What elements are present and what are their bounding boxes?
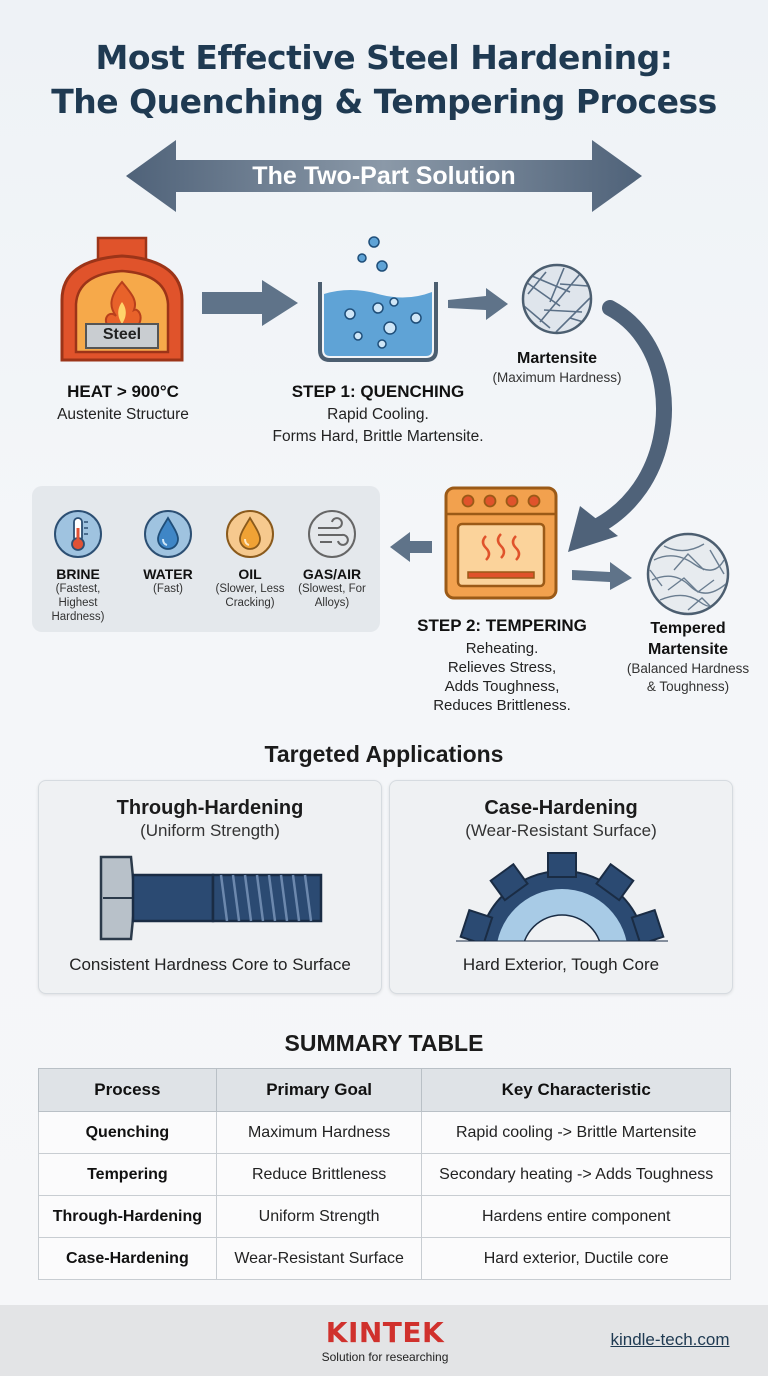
tempered-desc-line1: (Balanced Hardness <box>626 661 750 676</box>
arrow-tempering-to-media <box>390 532 432 562</box>
arrow-quench-to-martensite <box>448 288 508 320</box>
brand-logo: KINTEK <box>325 1316 445 1349</box>
tempered-title-line2: Martensite <box>647 641 729 658</box>
media-desc: Cracking) <box>225 597 275 609</box>
media-item-brine: BRINE (Fastest, Highest Hardness) <box>36 508 120 624</box>
table-cell: Hard exterior, Ductile core <box>421 1237 731 1280</box>
martensite-desc: (Maximum Hardness) <box>492 370 622 385</box>
media-desc: (Fastest, Highest <box>55 583 101 609</box>
summary-heading: SUMMARY TABLE <box>284 1030 484 1056</box>
martensite-title: Martensite <box>516 350 598 367</box>
applications-heading: Targeted Applications <box>264 741 504 767</box>
tempered-desc-line2: & Toughness) <box>646 679 730 694</box>
table-cell: Through-Hardening <box>38 1195 217 1238</box>
arrow-heat-to-quench <box>202 280 298 326</box>
website-link[interactable]: kindle-tech.com <box>610 1330 730 1349</box>
table-row: Through-Hardening Uniform Strength Harde… <box>38 1195 731 1238</box>
quench-media-panel <box>32 486 380 632</box>
summary-table: Process Primary Goal Key Characteristic … <box>38 1068 731 1280</box>
martensite-microstructure-icon <box>521 263 593 335</box>
media-name: GAS/AIR <box>302 566 362 582</box>
temper-line1: Reheating. <box>465 640 539 657</box>
double-arrow-banner <box>126 140 642 212</box>
wind-icon <box>308 510 356 558</box>
tempering-oven-icon <box>444 486 558 600</box>
case-foot: Hard Exterior, Tough Core <box>462 955 660 974</box>
table-cell: Case-Hardening <box>38 1237 217 1280</box>
media-name: WATER <box>143 566 193 582</box>
media-name: BRINE <box>56 566 100 582</box>
temper-line3: Adds Toughness, <box>444 678 560 695</box>
thermometer-icon <box>54 510 102 558</box>
quench-title: STEP 1: QUENCHING <box>291 382 465 401</box>
tempered-title-line1: Tempered <box>650 620 726 637</box>
through-hardening-card: Through-Hardening (Uniform Strength) Con… <box>38 780 382 994</box>
table-cell: Wear-Resistant Surface <box>215 1237 423 1280</box>
media-desc: (Slowest, For <box>298 583 366 595</box>
table-header-row: Process Primary Goal Key Characteristic <box>38 1068 731 1112</box>
table-cell: Tempering <box>38 1153 217 1196</box>
arrow-tempering-to-tempered <box>572 562 632 590</box>
oil-drop-icon <box>226 510 274 558</box>
temper-title: STEP 2: TEMPERING <box>417 616 587 635</box>
table-cell: Uniform Strength <box>215 1195 423 1238</box>
quench-tank-icon <box>318 236 438 362</box>
temper-line2: Relieves Stress, <box>447 659 557 676</box>
media-desc: (Fast) <box>152 583 184 595</box>
media-item-gas-air: GAS/AIR (Slowest, For Alloys) <box>290 508 374 610</box>
gear-icon <box>456 852 668 942</box>
table-row: Tempering Reduce Brittleness Secondary h… <box>38 1153 731 1196</box>
quench-media-list: BRINE (Fastest, Highest Hardness) WATER … <box>32 486 380 632</box>
furnace-steel-label: Steel <box>102 326 142 343</box>
page-title-line2: The Quenching & Tempering Process <box>51 82 717 121</box>
furnace-icon <box>60 236 184 362</box>
page-title-line1: Most Effective Steel Hardening: <box>95 38 673 77</box>
media-desc: (Slower, Less <box>215 583 285 595</box>
table-row: Case-Hardening Wear-Resistant Surface Ha… <box>38 1237 731 1280</box>
table-cell: Reduce Brittleness <box>215 1153 423 1196</box>
media-desc: Alloys) <box>314 597 350 609</box>
table-cell: Secondary heating -> Adds Toughness <box>421 1153 731 1196</box>
through-sub: (Uniform Strength) <box>140 821 280 840</box>
heat-title: HEAT > 900°C <box>67 382 179 401</box>
case-sub: (Wear-Resistant Surface) <box>465 821 657 840</box>
brand-tagline: Solution for researching <box>321 1350 449 1364</box>
media-desc: Hardness) <box>51 611 105 623</box>
bolt-icon <box>99 855 323 941</box>
table-cell: Rapid cooling -> Brittle Martensite <box>421 1111 731 1154</box>
media-item-oil: OIL (Slower, Less Cracking) <box>208 508 292 610</box>
curved-arrow-to-tempering <box>568 300 672 552</box>
case-title: Case-Hardening <box>484 797 638 819</box>
banner-label: The Two-Part Solution <box>252 162 516 190</box>
case-hardening-card: Case-Hardening (Wear-Resistant Surface) … <box>389 780 733 994</box>
column-header: Key Characteristic <box>421 1068 731 1112</box>
table-row: Quenching Maximum Hardness Rapid cooling… <box>38 1111 731 1154</box>
footer-bar <box>0 1305 768 1376</box>
media-item-water: WATER (Fast) <box>126 508 210 596</box>
table-cell: Hardens entire component <box>421 1195 731 1238</box>
media-name: OIL <box>238 566 262 582</box>
through-foot: Consistent Hardness Core to Surface <box>69 955 351 974</box>
temper-line4: Reduces Brittleness. <box>433 697 571 714</box>
heat-desc: Austenite Structure <box>57 406 189 423</box>
table-cell: Maximum Hardness <box>215 1111 423 1154</box>
through-title: Through-Hardening <box>116 797 304 819</box>
quench-line1: Rapid Cooling. <box>327 406 429 423</box>
water-drop-icon <box>144 510 192 558</box>
tempered-martensite-microstructure-icon <box>646 532 730 616</box>
column-header: Process <box>38 1068 217 1112</box>
quench-line2: Forms Hard, Brittle Martensite. <box>272 428 484 445</box>
column-header: Primary Goal <box>215 1068 423 1112</box>
table-cell: Quenching <box>38 1111 217 1154</box>
